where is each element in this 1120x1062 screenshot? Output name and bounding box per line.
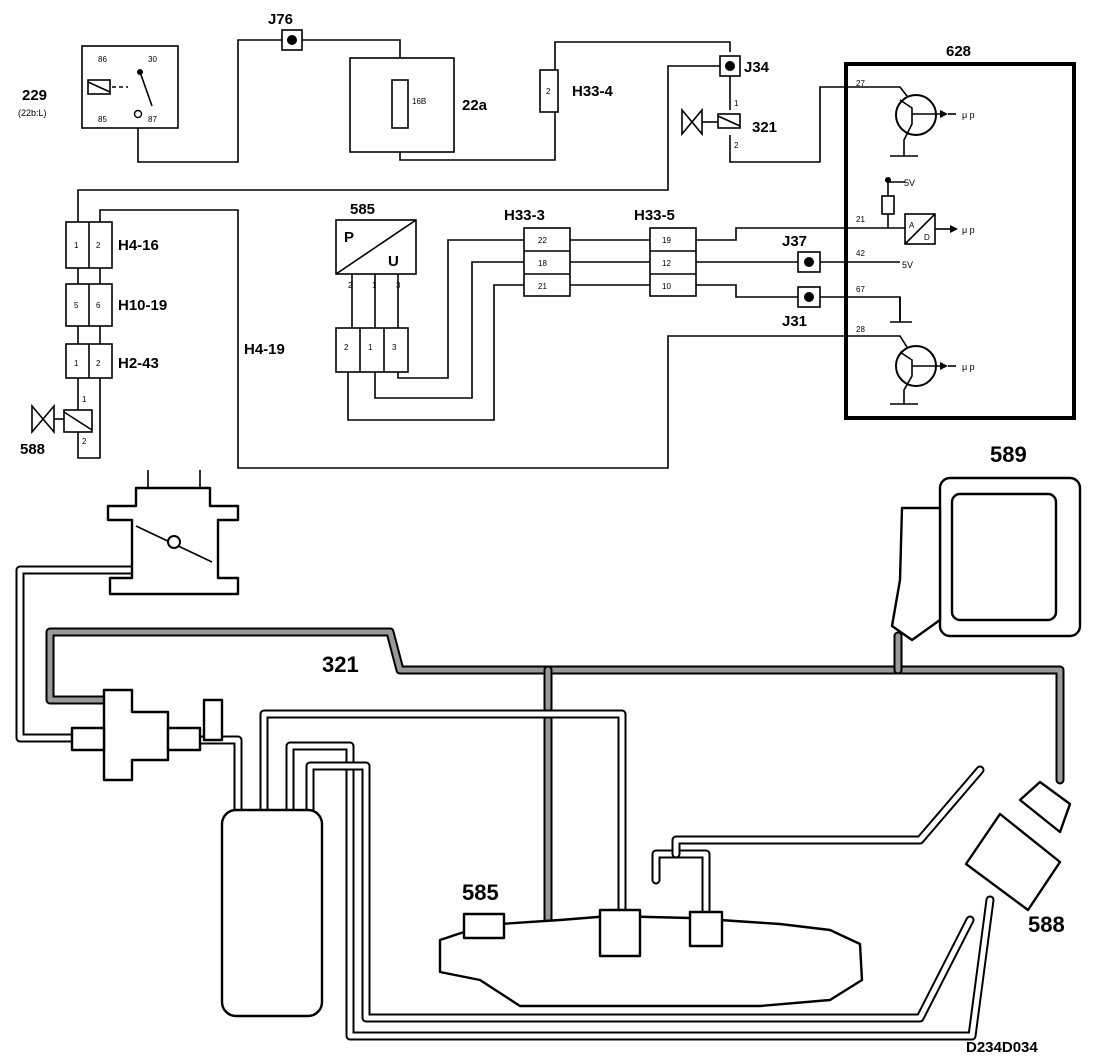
h33-3-pin-21: 21	[538, 282, 547, 291]
valve-321-pin-2: 2	[734, 141, 739, 150]
ecu-mu-p-2: μ p	[962, 225, 975, 235]
h4-16-pin-2: 2	[96, 241, 101, 250]
connector-h33-5-label: H33-5	[634, 207, 675, 224]
ecu-mu-p-3: μ p	[962, 362, 975, 372]
ecu-628: 628 μ p 27 5V A D μ p 21 42 5V 67 μ p 28	[844, 43, 1076, 420]
valve-321-coil: 1 2 321	[681, 99, 777, 150]
connector-h33-3: 22 18 21 H33-3	[504, 207, 571, 297]
adc-a: A	[909, 221, 915, 230]
ecu-pin-21: 21	[856, 215, 865, 224]
relay-229: 86 30 85 87	[81, 45, 179, 129]
ecu-mu-p-1: μ p	[962, 110, 975, 120]
relay-pin-85: 85	[98, 115, 107, 124]
sensor-585-label: 585	[350, 201, 375, 218]
connector-h10-19-label: H10-19	[118, 297, 167, 314]
connector-h10-19: 5 6 H10-19	[65, 283, 167, 327]
valve-321-body: 321	[70, 652, 359, 782]
charcoal-canister	[220, 808, 324, 1018]
valve-588-pin-2: 2	[82, 437, 87, 446]
junction-j34: J34	[719, 55, 770, 77]
component-589-label: 589	[990, 442, 1027, 467]
engine-block: 585	[438, 880, 864, 1008]
ecu-pin-27: 27	[856, 79, 865, 88]
relay-229-sublabel: (22b:L)	[18, 108, 47, 118]
junction-j37: J37	[782, 233, 821, 273]
junction-j37-label: J37	[782, 233, 807, 250]
ecu-pin-67: 67	[856, 285, 865, 294]
sensor-585: P U 585 2 1 3 2 1 3	[335, 201, 417, 373]
ecu-pin-42: 42	[856, 249, 865, 258]
sensor-pin-c: 3	[396, 281, 401, 290]
connector-h2-43: 1 2 H2-43	[65, 343, 159, 379]
sensor-585-mech-label: 585	[462, 880, 499, 905]
h33-5-pin-12: 12	[662, 259, 671, 268]
drawing-id: D234D034	[966, 1039, 1038, 1056]
connector-h4-16-label: H4-16	[118, 237, 159, 254]
h33-5-pin-19: 19	[662, 236, 671, 245]
junction-j31-label: J31	[782, 313, 807, 330]
sensor-conn-pin-a: 2	[344, 343, 349, 352]
relay-pin-87: 87	[148, 115, 157, 124]
fuse-box-label: 22a	[462, 97, 488, 114]
ecu-5v-b: 5V	[902, 260, 913, 270]
valve-321-mech-label: 321	[322, 652, 359, 677]
relay-pin-86: 86	[98, 55, 107, 64]
connector-h33-3-label: H33-3	[504, 207, 545, 224]
vacuum-hoses	[15, 565, 1065, 1041]
h33-3-pin-18: 18	[538, 259, 547, 268]
fuse-label: 16B	[412, 97, 426, 106]
wiring-lines	[77, 39, 912, 469]
valve-321-label: 321	[752, 119, 777, 136]
connector-h33-4-label: H33-4	[572, 83, 614, 100]
valve-588-mech-label: 588	[1028, 912, 1065, 937]
junction-j31: J31	[782, 286, 821, 330]
ecu-5v-a: 5V	[904, 178, 915, 188]
sensor-pin-a: 2	[348, 281, 353, 290]
valve-588-pin-1: 1	[82, 395, 87, 404]
valve-321-pin-1: 1	[734, 99, 739, 108]
h33-5-pin-10: 10	[662, 282, 671, 291]
sensor-pin-b: 1	[372, 281, 377, 290]
connector-h33-5: 19 12 10 H33-5	[634, 207, 697, 297]
junction-j34-label: J34	[744, 59, 770, 76]
sensor-u: U	[388, 253, 399, 270]
h10-19-pin-6: 6	[96, 301, 101, 310]
junction-j76-label: J76	[268, 11, 293, 28]
ecu-628-label: 628	[946, 43, 971, 60]
sensor-p: P	[344, 229, 354, 246]
relay-pin-30: 30	[148, 55, 157, 64]
adc-d: D	[924, 233, 930, 242]
throttle-body	[106, 470, 240, 596]
valve-588-body: 588	[964, 780, 1072, 937]
valve-588-coil: 1 2 588	[20, 395, 93, 458]
connector-h33-4: 2 H33-4	[539, 69, 614, 113]
h33-4-pin: 2	[546, 87, 551, 96]
junction-j76: J76	[268, 11, 303, 51]
connector-h4-16: 1 2 H4-16	[65, 221, 159, 269]
fuse-box-22a: 16B 22a	[349, 57, 488, 153]
sensor-conn-pin-c: 3	[392, 343, 397, 352]
sensor-conn-pin-b: 1	[368, 343, 373, 352]
h33-3-pin-22: 22	[538, 236, 547, 245]
h4-16-pin-1: 1	[74, 241, 79, 250]
relay-229-label: 229	[22, 87, 47, 104]
ecu-pin-28: 28	[856, 325, 865, 334]
connector-h2-43-label: H2-43	[118, 355, 159, 372]
h2-43-pin-2: 2	[96, 359, 101, 368]
h10-19-pin-5: 5	[74, 301, 79, 310]
connector-h4-19-label: H4-19	[244, 341, 285, 358]
component-589: 589	[890, 442, 1082, 642]
valve-588-label: 588	[20, 441, 45, 458]
h2-43-pin-1: 1	[74, 359, 79, 368]
